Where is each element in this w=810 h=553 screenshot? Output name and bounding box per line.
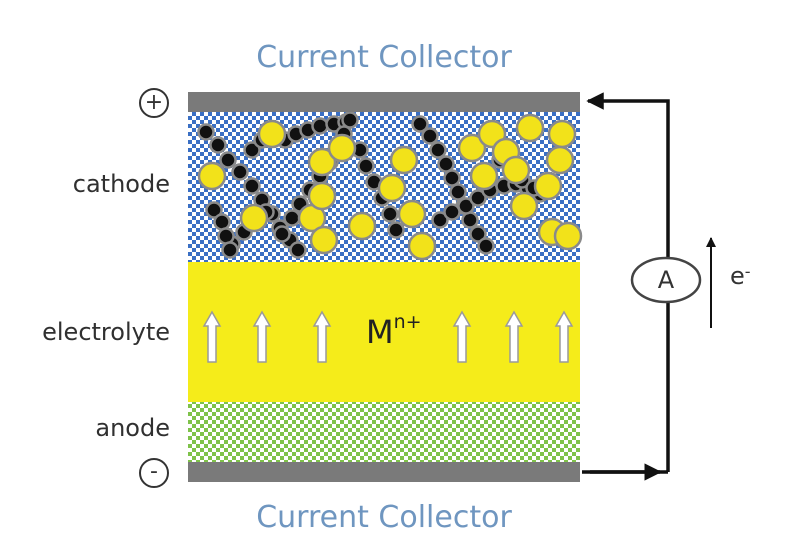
carbon-particle bbox=[217, 227, 235, 245]
ion-arrow-icon bbox=[252, 310, 272, 363]
electrolyte-label: electrolyte bbox=[42, 318, 170, 346]
active-material-particle bbox=[307, 181, 337, 211]
ion-arrow-icon bbox=[452, 310, 472, 363]
carbon-particle bbox=[461, 211, 479, 229]
cathode-particles bbox=[197, 111, 583, 261]
active-material-particle bbox=[307, 147, 337, 177]
cathode-label: cathode bbox=[72, 170, 170, 198]
carbon-particle bbox=[411, 115, 429, 133]
carbon-particle bbox=[437, 155, 455, 173]
carbon-particle bbox=[469, 189, 487, 207]
active-material-particle bbox=[469, 161, 499, 191]
carbon-particle bbox=[387, 221, 405, 239]
active-material-particle bbox=[533, 171, 563, 201]
carbon-particle bbox=[283, 209, 301, 227]
ion-arrow-icon bbox=[554, 310, 574, 363]
ion-label: Mn+ bbox=[366, 311, 422, 351]
carbon-particle bbox=[429, 141, 447, 159]
carbon-particle bbox=[231, 163, 249, 181]
current-collector-top-label: Current Collector bbox=[256, 40, 512, 75]
ion-arrow-icon bbox=[504, 310, 524, 363]
ion-symbol: M bbox=[366, 313, 394, 351]
current-collector-bottom bbox=[188, 462, 580, 482]
active-material-particle bbox=[257, 119, 287, 149]
positive-terminal-icon: + bbox=[139, 88, 169, 118]
carbon-particle bbox=[421, 127, 439, 145]
anode-layer bbox=[188, 402, 580, 464]
active-material-particle bbox=[239, 203, 269, 233]
carbon-particle bbox=[243, 177, 261, 195]
carbon-particle bbox=[311, 117, 329, 135]
carbon-particle bbox=[209, 136, 227, 154]
active-material-particle bbox=[197, 161, 227, 191]
active-material-particle bbox=[509, 191, 539, 221]
active-material-particle bbox=[347, 211, 377, 241]
carbon-particle bbox=[213, 213, 231, 231]
carbon-particle bbox=[205, 201, 223, 219]
active-material-particle bbox=[309, 225, 339, 255]
carbon-particle bbox=[457, 197, 475, 215]
carbon-particle bbox=[289, 241, 307, 259]
ion-migration-arrows bbox=[202, 310, 574, 363]
active-material-particle bbox=[327, 133, 357, 163]
carbon-particle bbox=[431, 211, 449, 229]
ammeter-circle bbox=[630, 256, 702, 304]
active-material-particle bbox=[377, 173, 407, 203]
negative-terminal-icon: - bbox=[139, 458, 169, 488]
carbon-particle bbox=[341, 111, 359, 129]
active-material-particle bbox=[457, 133, 487, 163]
carbon-particle bbox=[273, 225, 291, 243]
carbon-particle bbox=[219, 151, 237, 169]
active-material-particle bbox=[547, 119, 577, 149]
ion-arrow-icon bbox=[312, 310, 332, 363]
current-collector-top bbox=[188, 92, 580, 112]
carbon-particle bbox=[443, 203, 461, 221]
ammeter-label: A bbox=[657, 266, 675, 294]
carbon-particle bbox=[449, 183, 467, 201]
electron-symbol: e bbox=[730, 262, 745, 290]
carbon-particle bbox=[357, 157, 375, 175]
active-material-particle bbox=[407, 231, 437, 261]
active-material-particle bbox=[397, 199, 427, 229]
ion-arrow-icon bbox=[202, 310, 222, 363]
carbon-particle bbox=[221, 241, 239, 259]
wire-top bbox=[586, 92, 670, 258]
carbon-particle bbox=[243, 141, 261, 159]
external-circuit bbox=[582, 92, 716, 481]
electron-label: e- bbox=[730, 262, 751, 290]
carbon-particle bbox=[469, 225, 487, 243]
active-material-particle bbox=[545, 145, 575, 175]
anode-label: anode bbox=[95, 414, 170, 442]
active-material-particle bbox=[515, 113, 545, 143]
active-material-particle bbox=[389, 145, 419, 175]
carbon-particle bbox=[197, 123, 215, 141]
carbon-particle bbox=[477, 237, 495, 255]
carbon-particle bbox=[381, 205, 399, 223]
carbon-particle bbox=[443, 169, 461, 187]
active-material-particle bbox=[501, 155, 531, 185]
current-collector-bottom-label: Current Collector bbox=[256, 500, 512, 535]
electron-charge: - bbox=[744, 262, 751, 281]
ion-charge: n+ bbox=[393, 311, 422, 333]
active-material-particle bbox=[553, 221, 583, 251]
